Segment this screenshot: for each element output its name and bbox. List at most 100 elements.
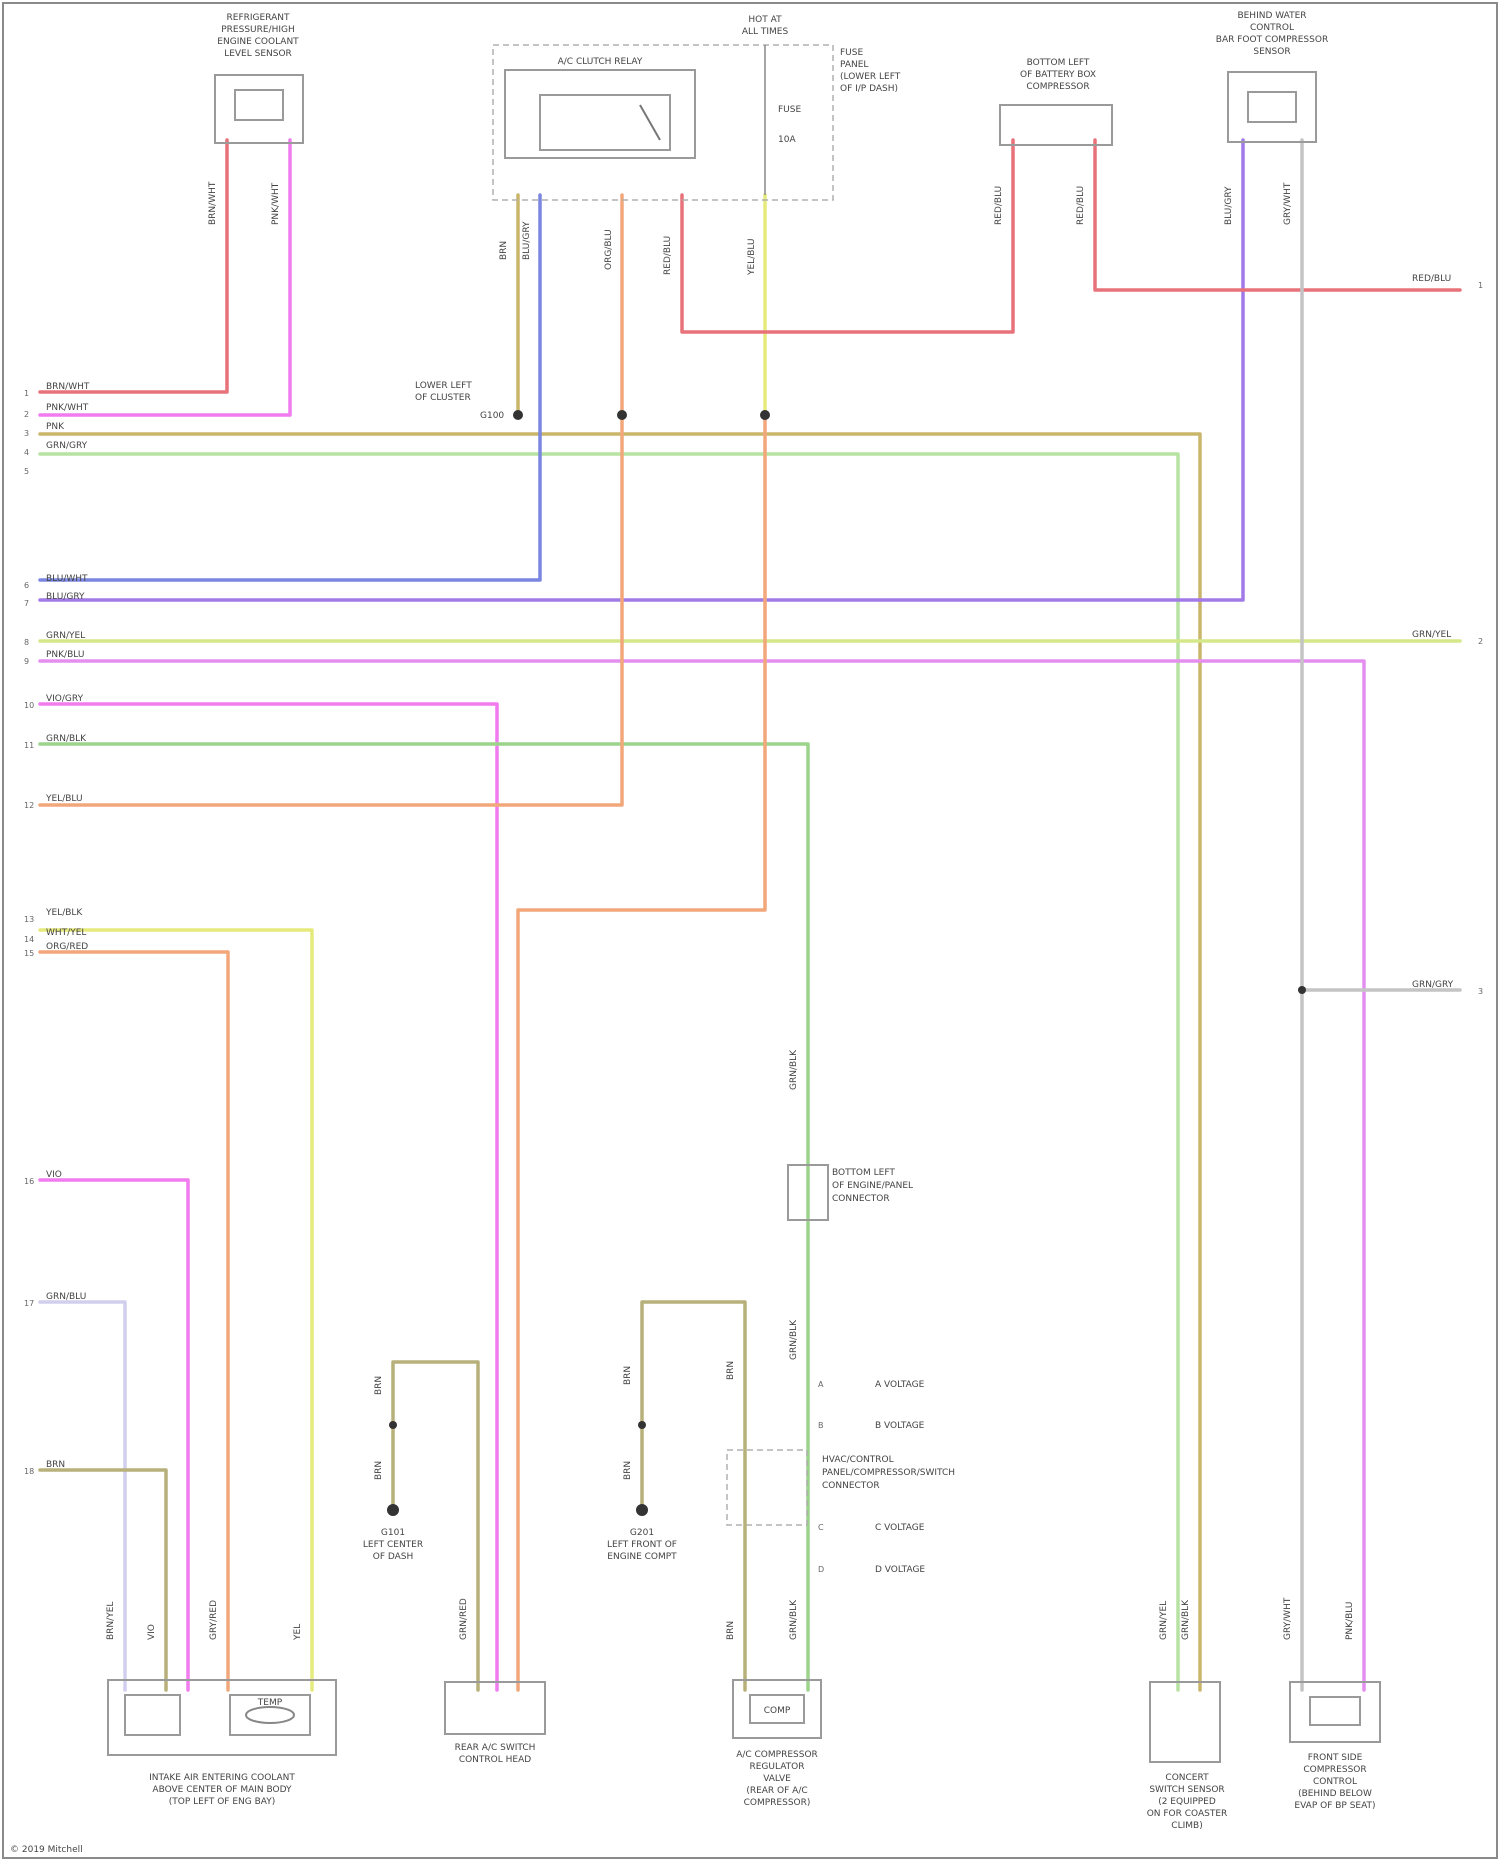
wire-pin3-pink	[40, 140, 290, 415]
footer-copyright: © 2019 Mitchell	[10, 1845, 83, 1855]
splice-dot	[1298, 986, 1306, 994]
right-pin-number: 3	[1478, 987, 1483, 996]
svg-text:HOT AT: HOT AT	[748, 15, 782, 25]
right-pin-wire-label: GRN/GRY	[1412, 980, 1454, 990]
wire-tag: GRN/BLK	[1181, 1599, 1191, 1640]
svg-text:A/C COMPRESSOR: A/C COMPRESSOR	[736, 1750, 818, 1760]
wire-pin4-tan	[40, 434, 1200, 1690]
wire-tag: BRN	[726, 1361, 736, 1380]
connector-pin-number: 14	[24, 935, 34, 944]
svg-text:(TOP LEFT OF ENG BAY): (TOP LEFT OF ENG BAY)	[169, 1797, 275, 1807]
svg-text:OF I/P DASH): OF I/P DASH)	[840, 84, 898, 94]
svg-text:ABOVE CENTER OF MAIN BODY: ABOVE CENTER OF MAIN BODY	[152, 1785, 292, 1795]
wire-tag: BRN	[374, 1461, 384, 1480]
connector-pin-number: 16	[24, 1177, 34, 1186]
connector-pin-wire-label: VIO/GRY	[46, 694, 84, 704]
connector-pin-number: 13	[24, 915, 34, 924]
wire-tag: RED/BLU	[994, 186, 1004, 225]
wire-tag: GRN/BLK	[789, 1049, 799, 1090]
wire-tag: VIO	[147, 1624, 157, 1640]
svg-text:CONTROL HEAD: CONTROL HEAD	[459, 1755, 531, 1765]
svg-text:BEHIND WATER: BEHIND WATER	[1237, 11, 1306, 21]
relay-fuse-box: HOT AT ALL TIMES A/C CLUTCH RELAY FUSE P…	[493, 15, 901, 200]
wire-pin1-red	[40, 140, 227, 392]
svg-text:LEFT FRONT OF: LEFT FRONT OF	[607, 1540, 677, 1550]
connector-pin-number: 4	[24, 448, 29, 457]
connector-pin-number: 1	[24, 389, 29, 398]
svg-text:ALL TIMES: ALL TIMES	[742, 27, 789, 37]
connector-pin-wire-label: VIO	[46, 1170, 62, 1180]
svg-text:D VOLTAGE: D VOLTAGE	[875, 1565, 925, 1575]
wire-tag: BLU/GRY	[1224, 186, 1234, 225]
wire-relay-red	[682, 140, 1013, 332]
right-pin-number: 1	[1478, 281, 1483, 290]
left-connector-pins: 1BRN/WHT2PNK/WHT3PNK4GRN/GRY56BLU/WHT7BL…	[24, 382, 90, 1476]
svg-text:REAR A/C SWITCH: REAR A/C SWITCH	[455, 1743, 536, 1753]
svg-text:B VOLTAGE: B VOLTAGE	[875, 1421, 925, 1431]
svg-text:(REAR OF A/C: (REAR OF A/C	[746, 1786, 807, 1796]
svg-text:CONCERT: CONCERT	[1165, 1773, 1209, 1783]
svg-text:ENGINE COMPT: ENGINE COMPT	[607, 1552, 677, 1562]
connector-pin-number: 3	[24, 429, 29, 438]
svg-text:BOTTOM LEFT: BOTTOM LEFT	[832, 1168, 895, 1178]
svg-text:BOTTOM LEFT: BOTTOM LEFT	[1027, 58, 1090, 68]
svg-text:OF ENGINE/PANEL: OF ENGINE/PANEL	[832, 1181, 913, 1191]
bottom-component-rear-switch: REAR A/C SWITCH CONTROL HEAD	[445, 1682, 545, 1765]
svg-text:EVAP OF BP SEAT): EVAP OF BP SEAT)	[1294, 1801, 1375, 1811]
wire-sensor-red-right	[1095, 140, 1460, 290]
bottom-component-compressor-valve: COMP A/C COMPRESSOR REGULATOR VALVE (REA…	[733, 1680, 821, 1808]
svg-text:(BEHIND BELOW: (BEHIND BELOW	[1298, 1789, 1372, 1799]
connector-pin-wire-label: PNK/WHT	[46, 403, 89, 413]
wire-tag: BRN/WHT	[208, 181, 218, 225]
wire-pin18-olive	[40, 1470, 166, 1690]
svg-text:SWITCH SENSOR: SWITCH SENSOR	[1149, 1785, 1224, 1795]
svg-text:CONTROL: CONTROL	[1313, 1777, 1357, 1787]
ground-dot	[387, 1504, 399, 1516]
ground-splice-label: LOWER LEFT OF CLUSTER G100	[415, 381, 504, 421]
wire-tag: BRN	[623, 1461, 633, 1480]
wire-tag: PNK/WHT	[271, 182, 281, 225]
connector-pin-wire-label: ORG/RED	[46, 942, 88, 952]
splice-dot	[760, 410, 770, 420]
svg-text:COMP: COMP	[764, 1706, 791, 1716]
wire-tag: GRY/WHT	[1283, 182, 1293, 225]
svg-text:HVAC/CONTROL: HVAC/CONTROL	[822, 1455, 894, 1465]
connector-pin-number: 2	[24, 410, 29, 419]
svg-text:(LOWER LEFT: (LOWER LEFT	[840, 72, 901, 82]
svg-text:PANEL/COMPRESSOR/SWITCH: PANEL/COMPRESSOR/SWITCH	[822, 1468, 955, 1478]
svg-text:C VOLTAGE: C VOLTAGE	[875, 1523, 925, 1533]
bottom-component-concert-switch: CONCERT SWITCH SENSOR (2 EQUIPPED ON FOR…	[1147, 1682, 1228, 1831]
svg-text:COMPRESSOR): COMPRESSOR)	[744, 1798, 811, 1808]
connector-pin-number: 18	[24, 1467, 34, 1476]
svg-text:PRESSURE/HIGH: PRESSURE/HIGH	[221, 25, 295, 35]
right-pin-wire-label: RED/BLU	[1412, 274, 1451, 284]
svg-text:BAR FOOT COMPRESSOR: BAR FOOT COMPRESSOR	[1216, 35, 1328, 45]
connector-pin-number: 5	[24, 467, 29, 476]
svg-text:G100: G100	[480, 411, 504, 421]
connector-pin-wire-label: BRN	[46, 1460, 65, 1470]
wire-tag: BRN	[499, 241, 509, 260]
connector-pin-wire-label: PNK/BLU	[46, 650, 84, 660]
splice-dot	[617, 410, 627, 420]
connector-pin-wire-label: GRN/YEL	[46, 631, 85, 641]
svg-text:A/C CLUTCH RELAY: A/C CLUTCH RELAY	[558, 57, 643, 67]
connector-pin-number: 10	[24, 701, 34, 710]
wire-tag: GRN/RED	[459, 1598, 469, 1640]
wire-pin15-orange	[40, 952, 228, 1690]
svg-text:FRONT SIDE: FRONT SIDE	[1308, 1753, 1363, 1763]
svg-text:A VOLTAGE: A VOLTAGE	[875, 1380, 925, 1390]
wire-tag: BRN/YEL	[106, 1602, 116, 1640]
wire-pin10-pink	[40, 704, 497, 1690]
connector-pin-wire-label: WHT/YEL	[46, 928, 86, 938]
svg-text:CONNECTOR: CONNECTOR	[832, 1194, 890, 1204]
connector-pin-number: 7	[24, 599, 29, 608]
svg-text:COMPRESSOR: COMPRESSOR	[1303, 1765, 1366, 1775]
connector-pin-wire-label: BRN/WHT	[46, 382, 90, 392]
connector-pin-number: 8	[24, 638, 29, 647]
connector-pin-wire-label: GRN/BLU	[46, 1292, 86, 1302]
svg-text:LEFT CENTER: LEFT CENTER	[363, 1540, 423, 1550]
svg-text:ENGINE COOLANT: ENGINE COOLANT	[217, 37, 299, 47]
connector-pin-number: 17	[24, 1299, 34, 1308]
svg-text:REGULATOR: REGULATOR	[749, 1762, 804, 1772]
